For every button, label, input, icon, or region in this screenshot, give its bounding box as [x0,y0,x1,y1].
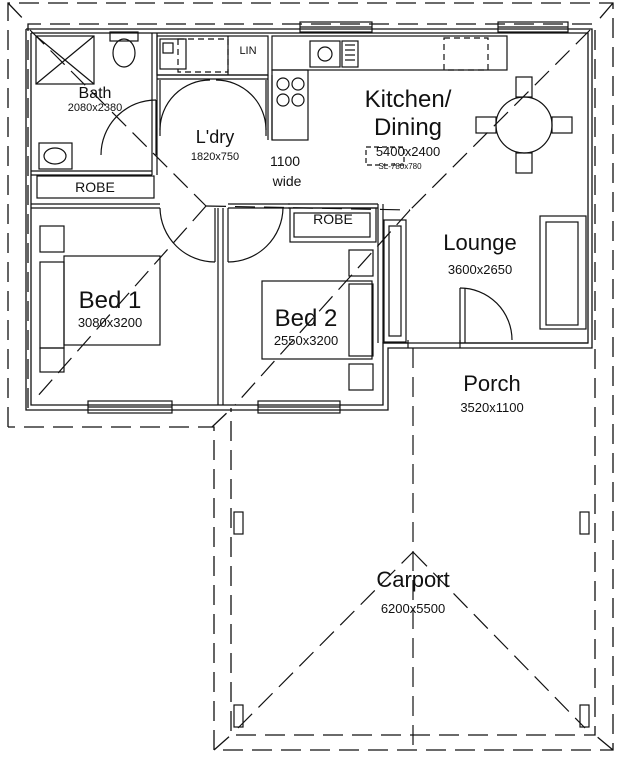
room-size-bed2: 2550x3200 [273,333,339,348]
hall-width: 1100 [269,153,301,169]
roof-hips [29,29,591,406]
room-name-lounge: Lounge [443,230,517,255]
robe-label-bed1: ROBE [75,179,115,195]
room-size-lounge: 3600x2650 [447,262,513,277]
room-name-dining: Dining [373,114,443,141]
room-name-bath: Bath [78,85,112,102]
bed2-fixtures [227,207,374,391]
room-name-carport: Carport [376,567,450,592]
room-name-bed2: Bed 2 [274,305,338,332]
room-name-laundry: L'dry [195,127,235,147]
hall-width-label: wide [272,173,302,189]
room-size-bath: 2080x2380 [67,102,123,114]
bed1-fixtures [39,207,216,373]
kitchen-fixtures [271,35,508,166]
robe-label-bed2: ROBE [313,211,353,227]
room-size-carport: 6200x5500 [380,601,446,616]
skylight-note: SL-780x780 [378,162,422,171]
room-size-kitchen: 5400x2400 [375,144,441,159]
room-name-kitchen: Kitchen/ [364,86,452,113]
roof-outline [7,2,614,751]
dining-table [475,76,573,174]
carport-structure [233,348,590,750]
external-walls [25,28,593,411]
windows [87,21,569,414]
room-size-laundry: 1820x750 [190,151,240,163]
room-size-porch: 3520x1100 [460,400,524,415]
laundry-fixtures [156,35,269,136]
room-name-porch: Porch [463,371,521,396]
room-size-bed1: 3080x3200 [77,315,143,330]
lounge-fixtures [383,215,587,343]
bath-fixtures [35,31,157,170]
linen-label: LIN [239,45,257,57]
internal-walls [31,33,588,405]
room-name-bed1: Bed 1 [78,287,142,314]
